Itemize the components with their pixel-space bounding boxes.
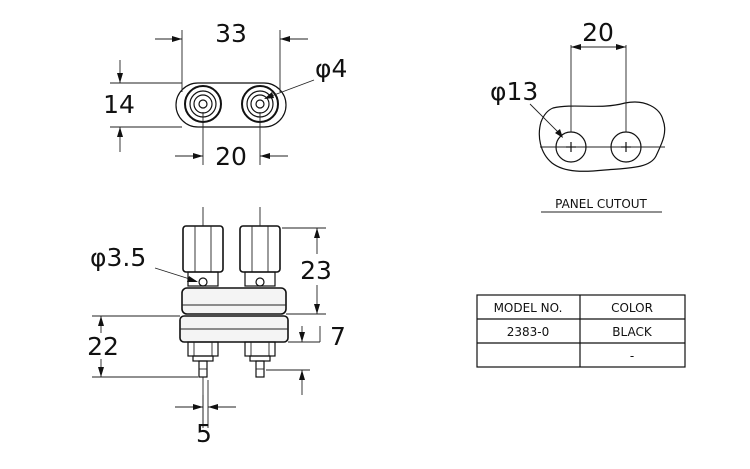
body-upper: [181, 287, 287, 315]
dim-label-22: 22: [87, 332, 119, 361]
dimension-23: 23: [282, 227, 332, 315]
dimension-33: 33: [155, 19, 308, 92]
panel-cutout-view: 20 φ13 PANEL CUTOUT: [490, 18, 666, 213]
top-view-body-outline: [175, 82, 287, 128]
top-view: 33 14 φ4 20: [103, 19, 347, 171]
dim-label-phi4: φ4: [315, 54, 347, 83]
dimension-7: 7: [266, 322, 346, 395]
right-solder-pin: [255, 360, 265, 378]
table-header-model: MODEL NO.: [494, 301, 563, 315]
table-cell-color: BLACK: [612, 325, 653, 339]
table-header-color: COLOR: [611, 301, 653, 315]
table-cell-color-2: -: [630, 349, 634, 363]
table-cell-model: 2383-0: [507, 325, 550, 339]
right-nut: [244, 341, 276, 362]
right-knob: [239, 225, 281, 273]
dim-label-20-cutout: 20: [582, 18, 614, 47]
dimension-20-cutout: 20: [570, 18, 627, 132]
dimension-14: 14: [103, 60, 182, 152]
dim-label-20-top: 20: [215, 142, 247, 171]
left-knob: [182, 225, 224, 273]
dim-label-14: 14: [103, 90, 135, 119]
dim-label-33: 33: [215, 19, 247, 48]
dimension-phi4: φ4: [264, 54, 347, 99]
panel-outline: [538, 101, 666, 172]
panel-cutout-caption: PANEL CUTOUT: [555, 197, 647, 211]
dimension-22: 22: [87, 315, 198, 378]
left-nut: [187, 341, 219, 362]
side-view: φ3.5 23 22: [87, 207, 346, 448]
dimension-20-top: 20: [175, 112, 288, 171]
dimension-phi3-5: φ3.5: [90, 243, 198, 282]
dim-label-phi3-5: φ3.5: [90, 243, 146, 272]
dim-label-23: 23: [300, 256, 332, 285]
right-pin-hole: [255, 277, 265, 287]
dimension-5: 5: [175, 380, 236, 448]
left-pin-hole: [198, 277, 208, 287]
right-collar: [244, 271, 276, 287]
dim-label-phi13: φ13: [490, 77, 538, 106]
model-table: MODEL NO. COLOR 2383-0 BLACK -: [476, 294, 686, 368]
dimension-phi13: φ13: [490, 77, 563, 138]
dim-label-7: 7: [330, 322, 346, 351]
dim-label-5: 5: [196, 419, 212, 448]
